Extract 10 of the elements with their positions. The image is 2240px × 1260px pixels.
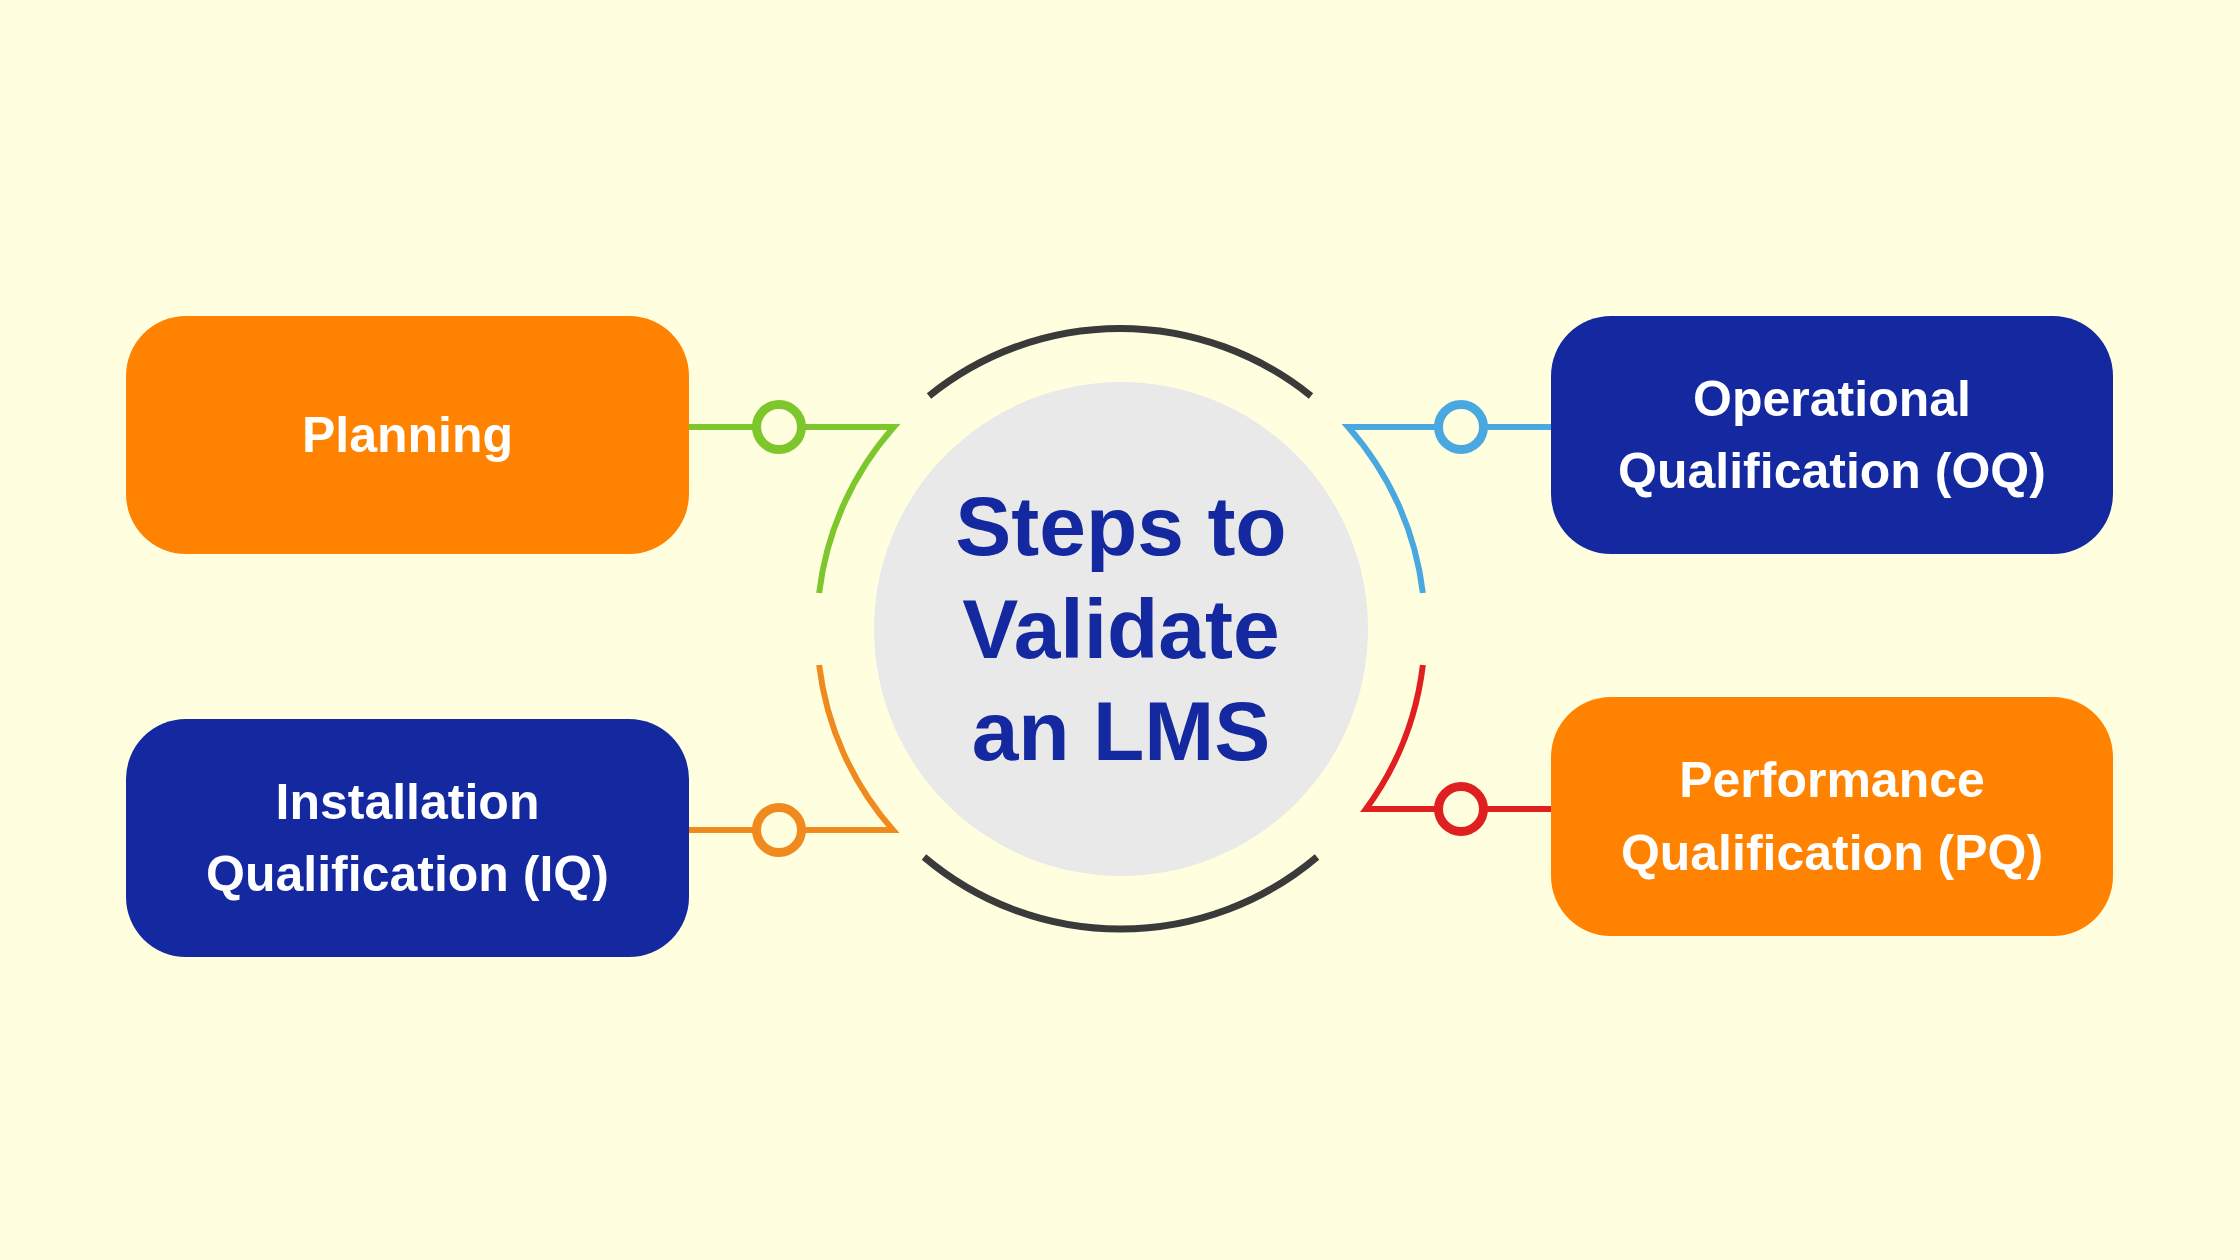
step-box [1551, 697, 2113, 936]
step-label: Planning [301, 405, 514, 465]
step-box [1551, 316, 2113, 554]
step-box [126, 316, 689, 554]
connector-line [1363, 664, 1551, 836]
center-title: Steps to Validate an LMS [954, 478, 1288, 781]
step-box [126, 719, 689, 957]
step-label: Operational Qualification (OQ) [1617, 369, 2047, 501]
step-label: Installation Qualification (IQ) [205, 772, 610, 904]
step-label: Performance Qualification (PQ) [1619, 751, 2045, 883]
